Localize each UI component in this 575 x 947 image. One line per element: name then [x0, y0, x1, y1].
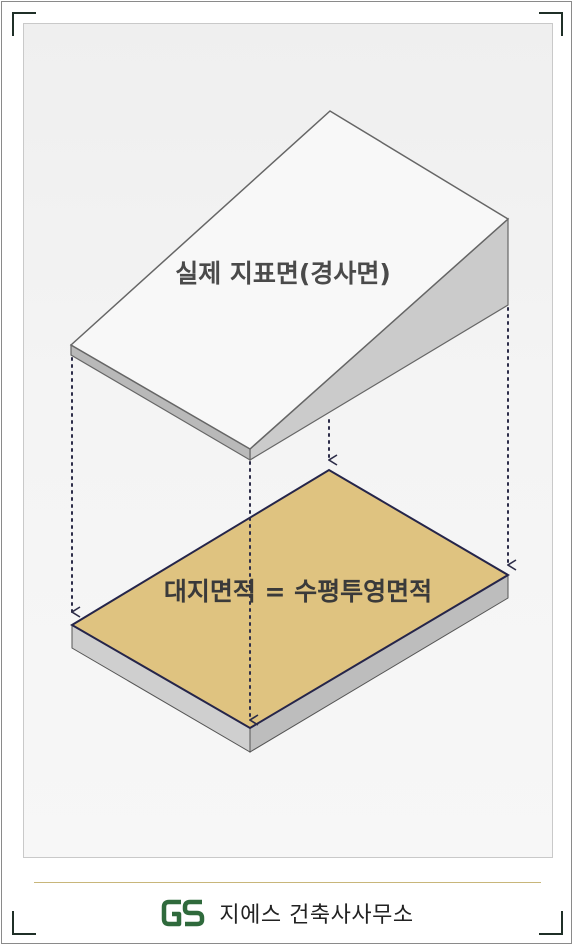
gs-monogram-icon — [162, 899, 205, 927]
corner-bracket-top-right — [539, 12, 563, 36]
base-plate — [70, 468, 510, 753]
footer-divider — [34, 882, 541, 883]
slope-top-face — [69, 110, 510, 450]
corner-bracket-bottom-left — [12, 911, 36, 935]
projection-lines — [71, 307, 508, 720]
footer: 지에스 건축사사무소 — [0, 893, 575, 933]
company-name: 지에스 건축사사무소 — [219, 903, 414, 928]
base-label: 대지면적 = 수평투영면적 — [164, 577, 432, 606]
corner-bracket-top-left — [12, 12, 36, 36]
slope-body — [69, 110, 510, 462]
corner-bracket-bottom-right — [539, 911, 563, 935]
base-plate-top-face — [70, 468, 510, 730]
slope-label: 실제 지표면(경사면) — [175, 259, 391, 288]
